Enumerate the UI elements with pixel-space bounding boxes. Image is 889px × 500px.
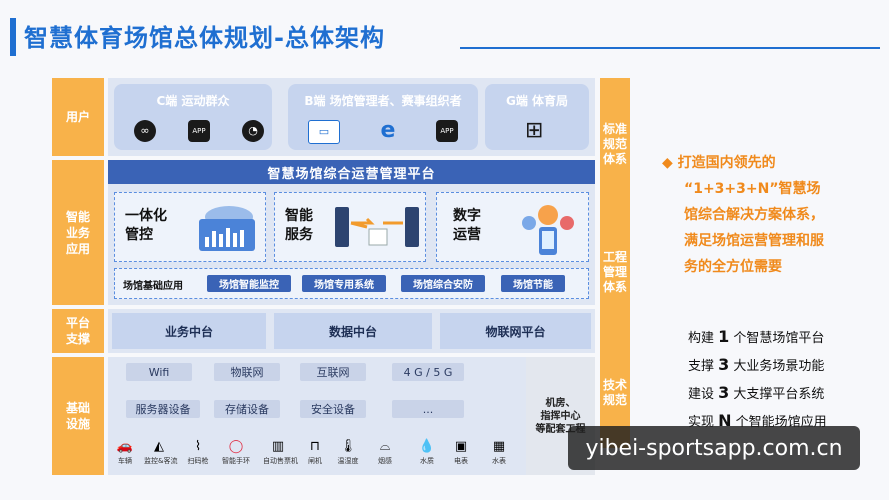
std-label-bottom: 技术规范 — [602, 378, 627, 407]
platform-panel: 业务中台 数据中台 物联网平台 — [108, 309, 595, 353]
device-camera: ◭监控&客流 — [144, 439, 178, 465]
title-underline — [460, 47, 880, 49]
device-watermeter: ▦水表 — [492, 439, 506, 465]
diamond-bullet-icon: ◆ — [662, 155, 673, 171]
net-internet: 互联网 — [300, 363, 366, 381]
basic-apps-label: 场馆基础应用 — [123, 281, 183, 292]
g-end-title: G端 体育局 — [505, 94, 569, 108]
c-end-card: C端 运动群众 ∞ APP ◔ — [114, 84, 272, 150]
scanner-icon: ⌇ — [194, 439, 202, 454]
app-cloud-label: 一体化 管控 — [125, 208, 167, 243]
wechat-icon: ◔ — [242, 120, 264, 142]
basic-app-dedicated: 场馆专用系统 — [302, 275, 386, 292]
app-icon-b: APP — [436, 120, 458, 142]
business-middle-platform: 业务中台 — [112, 313, 266, 349]
label-apps: 智能业务应用 — [52, 160, 104, 305]
net-wifi: Wifi — [126, 363, 192, 381]
b-end-title: B端 场馆管理者、赛事组织者 — [304, 94, 462, 108]
app-cloud-box: 一体化 管控 — [114, 192, 266, 262]
device-car: 🚗车辆 — [116, 439, 134, 465]
b-end-card: B端 场馆管理者、赛事组织者 ▭ e APP — [288, 84, 478, 150]
device-scanner: ⌇扫码枪 — [187, 439, 209, 465]
app-ops-box: 数字 运营 — [436, 192, 589, 262]
watermeter-icon: ▦ — [492, 439, 506, 454]
device-meter: ▣电表 — [454, 439, 468, 465]
label-platform: 平台支撑 — [52, 309, 104, 353]
data-middle-platform: 数据中台 — [274, 313, 432, 349]
equip-server: 服务器设备 — [126, 400, 200, 418]
net-iot: 物联网 — [214, 363, 280, 381]
watermark-banner: yibei-sportsapp.com.cn — [568, 426, 860, 470]
summary-item: 构建 1 个智慧场馆平台 — [688, 327, 825, 346]
app-service-label: 智能 服务 — [285, 208, 313, 243]
cloud-dashboard-icon — [199, 206, 255, 251]
label-users: 用户 — [52, 78, 104, 156]
water-icon: 💧 — [418, 439, 436, 454]
std-label-mid: 工程管理体系 — [602, 250, 627, 294]
users-panel: C端 运动群众 ∞ APP ◔ B端 场馆管理者、赛事组织者 ▭ e APP G… — [108, 78, 595, 156]
basic-app-monitor: 场馆智能监控 — [207, 275, 291, 292]
device-vending: ▥自动售票机 — [263, 439, 298, 465]
machine-room-label: 机房、 指挥中心 等配套工程 — [535, 397, 586, 435]
c-end-title: C端 运动群众 — [156, 94, 230, 108]
vending-icon: ▥ — [271, 439, 285, 454]
thermometer-icon: 🌡 — [339, 439, 357, 454]
equip-storage: 存储设备 — [214, 400, 280, 418]
equip-more: ... — [392, 400, 464, 418]
summary-item: 支撑 3 大业务场景功能 — [688, 355, 825, 374]
camera-icon: ◭ — [154, 439, 164, 454]
basic-app-security: 场馆综合安防 — [401, 275, 485, 292]
device-thermo: 🌡温湿度 — [337, 439, 359, 465]
car-icon: 🚗 — [116, 439, 134, 454]
device-wristband: ◯智能手环 — [222, 439, 250, 465]
grid-apps-icon: ⊞ — [525, 118, 544, 143]
app-icon: APP — [188, 120, 210, 142]
net-4g5g: 4 G / 5 G — [392, 363, 464, 381]
equip-security: 安全设备 — [300, 400, 366, 418]
device-smoke: ⌓烟感 — [378, 439, 392, 465]
g-end-card: G端 体育局 ⊞ — [485, 84, 589, 150]
device-water: 💧水质 — [418, 439, 436, 465]
device-gate: ⊓闸机 — [308, 439, 322, 465]
std-label-top: 标准规范体系 — [602, 122, 627, 166]
label-infra: 基础设施 — [52, 357, 104, 475]
gate-icon: ⊓ — [309, 439, 321, 454]
side-highlight: ◆ 打造国内领先的 “1+3+3+N”智慧场 馆综合解决方案体系， 满足场馆运营… — [662, 155, 824, 275]
miniprogram-icon: ∞ — [134, 120, 156, 142]
app-ops-label: 数字 运营 — [453, 208, 481, 243]
screen-icon: ▭ — [308, 120, 340, 144]
digital-ops-icon — [522, 205, 574, 255]
page-title: 智慧体育场馆总体规划-总体架构 — [24, 24, 385, 52]
app-service-box: 智能 服务 — [274, 192, 426, 262]
smoke-icon: ⌓ — [379, 439, 391, 454]
browser-icon: e — [380, 118, 396, 143]
summary-item: 建设 3 大支撑平台系统 — [688, 383, 825, 402]
summary-list: 构建 1 个智慧场馆平台 支撑 3 大业务场景功能 建设 3 大支撑平台系统 实… — [688, 324, 827, 436]
basic-app-energy: 场馆节能 — [501, 275, 565, 292]
basic-apps-box: 场馆基础应用 场馆智能监控 场馆专用系统 场馆综合安防 场馆节能 — [114, 268, 589, 299]
iot-platform: 物联网平台 — [440, 313, 591, 349]
wristband-icon: ◯ — [228, 439, 244, 454]
apps-panel: 智慧场馆综合运营管理平台 一体化 管控 智能 服务 数字 运营 — [108, 160, 595, 305]
service-devices-icon — [335, 207, 419, 247]
title-accent-bar — [10, 18, 16, 56]
standards-column: 标准规范体系 工程管理体系 技术规范 — [600, 78, 630, 448]
platform-band: 智慧场馆综合运营管理平台 — [108, 160, 595, 184]
infra-panel: Wifi 物联网 互联网 4 G / 5 G 服务器设备 存储设备 安全设备 .… — [108, 357, 595, 475]
device-row: 🚗车辆 ◭监控&客流 ⌇扫码枪 ◯智能手环 ▥自动售票机 ⊓闸机 🌡温湿度 ⌓烟… — [108, 435, 526, 475]
meter-icon: ▣ — [454, 439, 468, 454]
